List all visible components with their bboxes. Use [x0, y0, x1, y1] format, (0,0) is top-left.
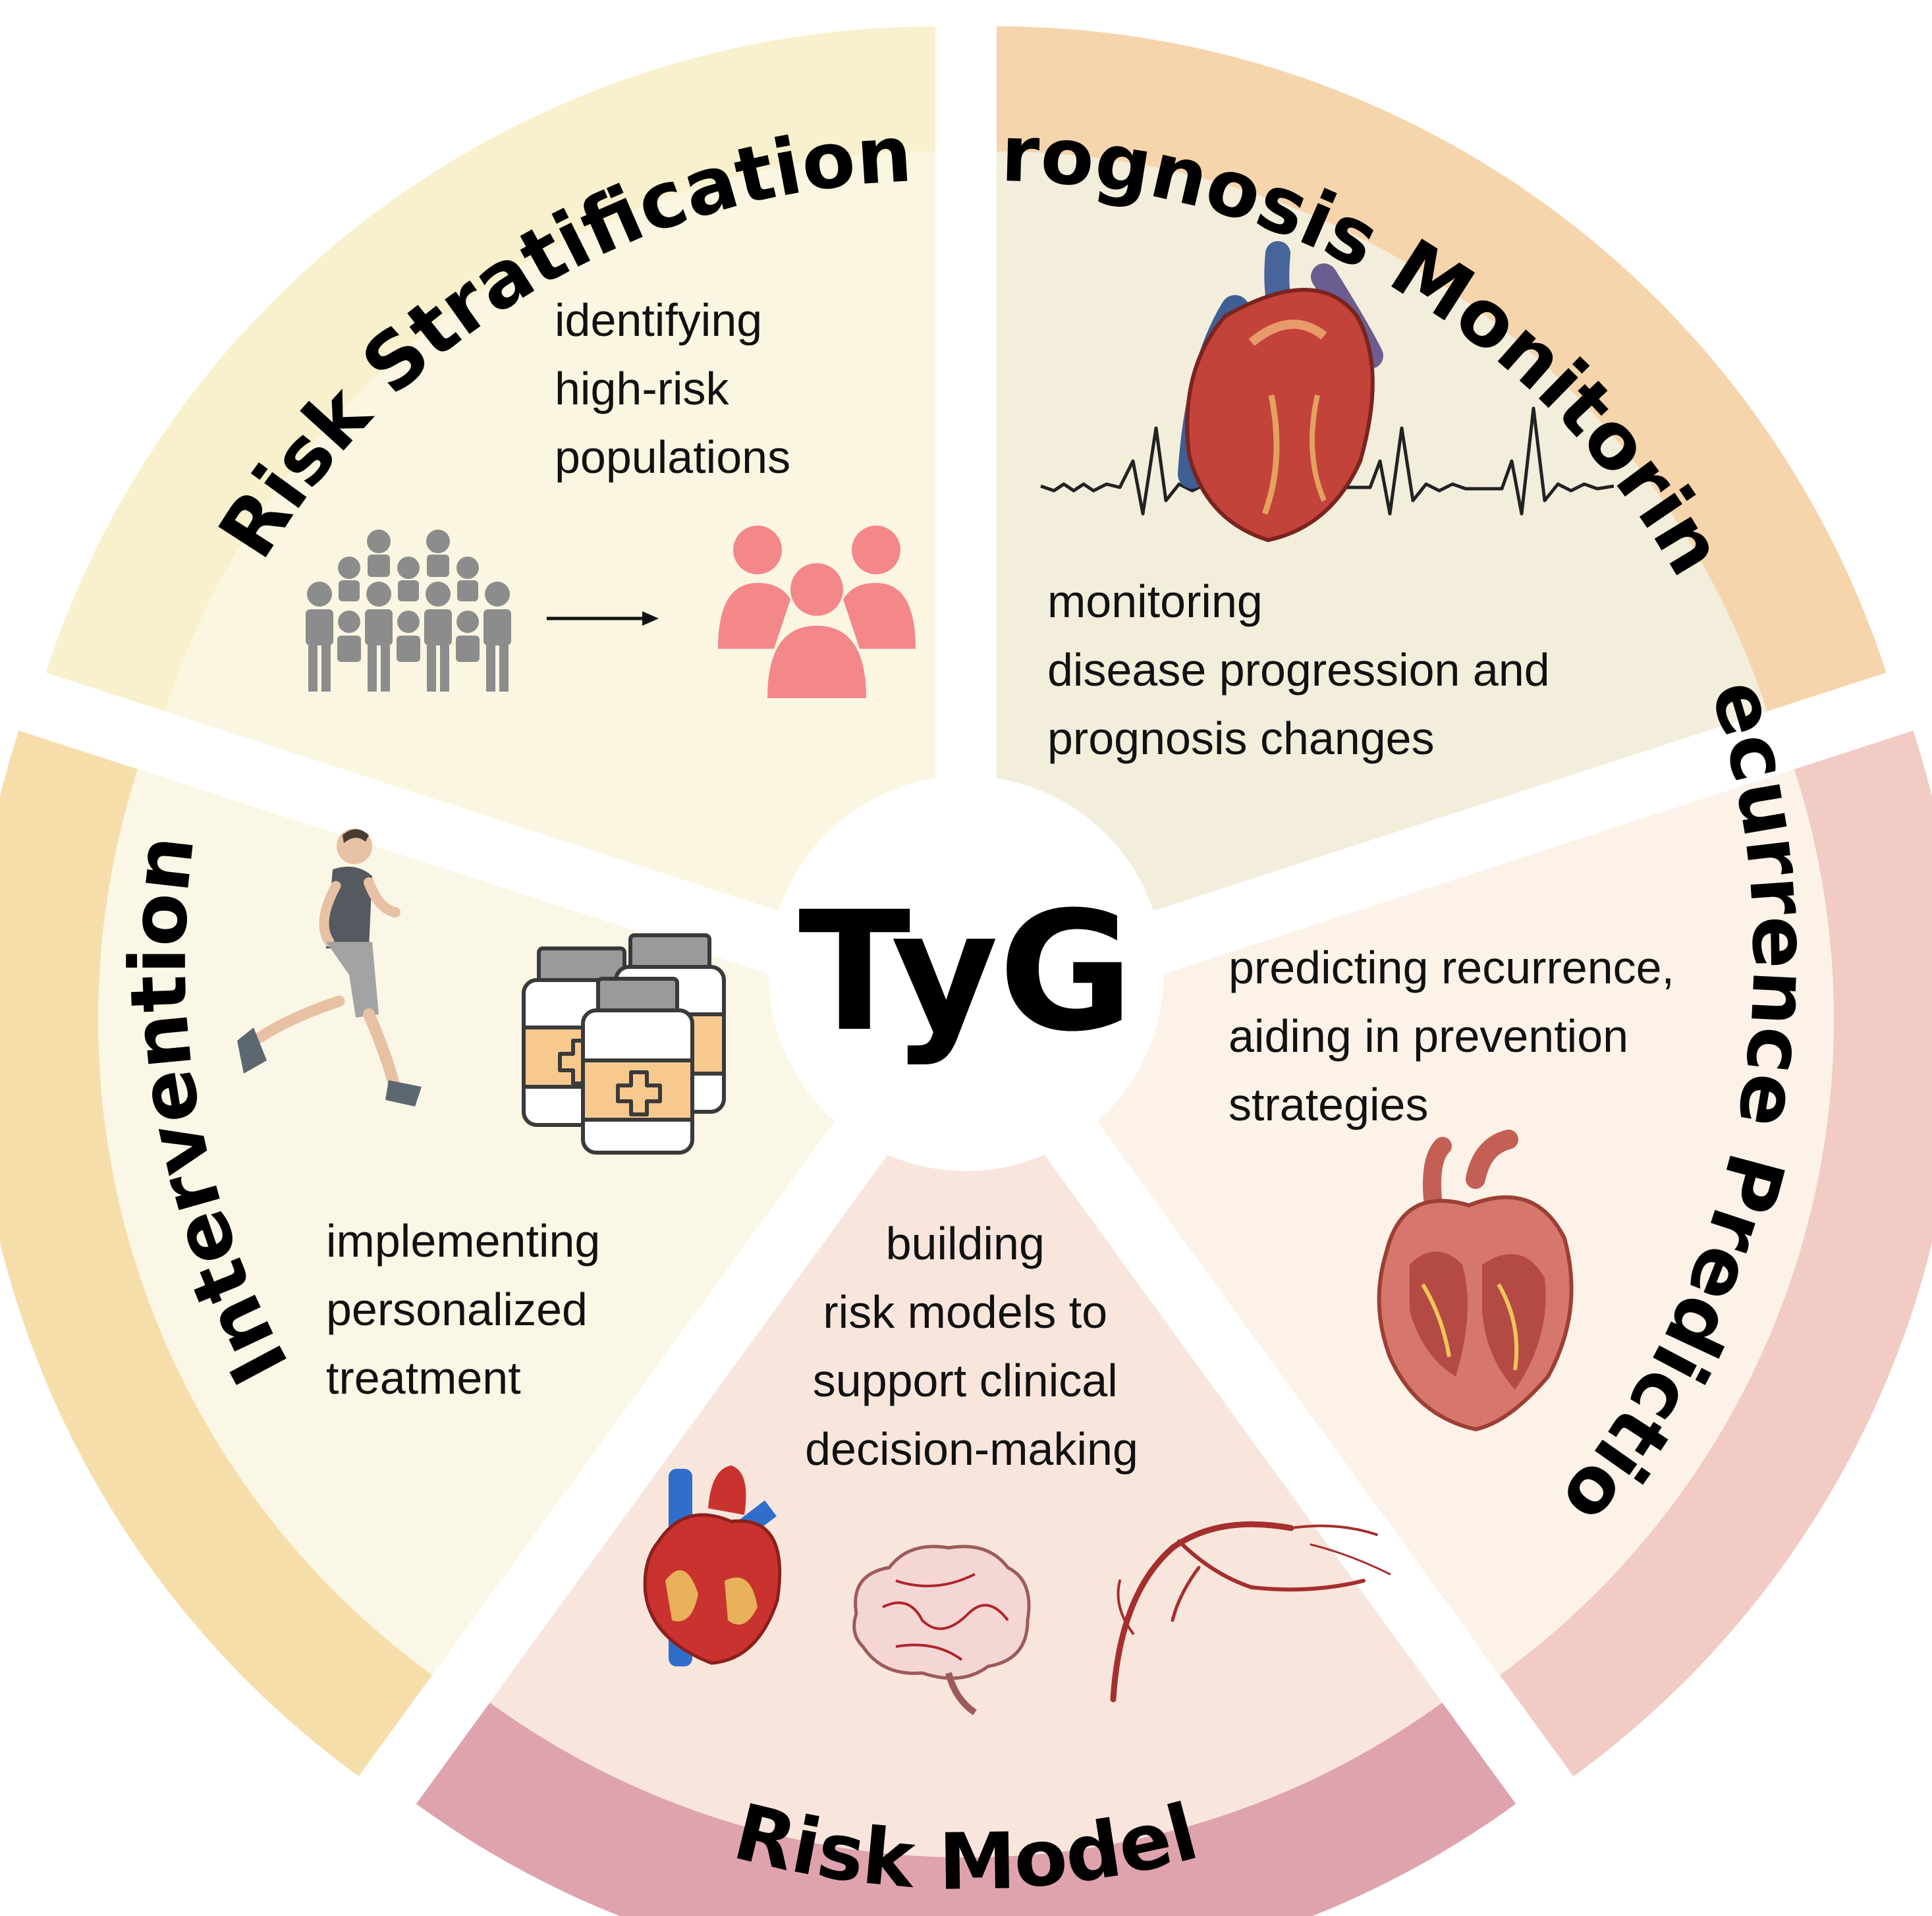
description-line: treatment: [326, 1352, 521, 1404]
description-line: monitoring: [1047, 576, 1263, 627]
description-line: high-risk: [555, 363, 730, 414]
description-risk-stratification: identifying high-risk populations: [555, 294, 790, 483]
description-risk-model: building risk models to support clinical…: [805, 1218, 1138, 1475]
description-line: aiding in prevention: [1228, 1010, 1628, 1062]
segment-risk-stratification: [45, 26, 936, 962]
description-line: building: [886, 1218, 1045, 1269]
description-recurrence-prediction: predicting recurrence, aiding in prevent…: [1228, 942, 1687, 1130]
arrow-right-icon: [547, 611, 659, 626]
ecg-line-icon: [1040, 406, 1615, 516]
crowd-icon: [306, 530, 511, 692]
description-line: populations: [555, 431, 790, 483]
description-line: predicting recurrence,: [1228, 942, 1674, 993]
description-line: decision-making: [805, 1423, 1138, 1475]
heart-cross-section-icon: [1377, 1130, 1574, 1432]
heart-icon: [1178, 241, 1383, 543]
description-prognosis-monitoring: monitoring disease progression and progn…: [1047, 576, 1562, 764]
description-line: risk models to: [823, 1286, 1107, 1338]
description-line: disease progression and: [1047, 644, 1550, 696]
panel-risk-stratification: [165, 151, 936, 962]
description-line: identifying: [555, 294, 762, 346]
description-line: support clinical: [813, 1355, 1118, 1406]
brain-icon: [852, 1545, 1031, 1716]
description-line: implementing: [326, 1215, 600, 1267]
center-circle: [768, 776, 1164, 1171]
description-line: prognosis changes: [1047, 713, 1435, 764]
blood-vessel-icon: [1110, 1521, 1391, 1703]
center-label: TyG: [798, 876, 1134, 1068]
description-intervention: implementing personalized treatment: [326, 1215, 613, 1404]
description-line: personalized: [326, 1284, 588, 1335]
medicine-bottles-icon: [522, 933, 726, 1155]
runner-icon: [237, 829, 422, 1107]
segment-prognosis-monitoring: [997, 26, 1887, 962]
high-risk-group-icon: [718, 526, 916, 698]
description-line: strategies: [1228, 1079, 1428, 1130]
heart-icon: [643, 1465, 782, 1666]
panel-prognosis-monitoring: [997, 151, 1767, 962]
